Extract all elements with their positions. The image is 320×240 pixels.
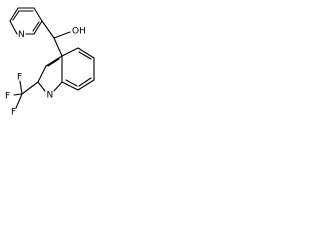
- molecule-diagram: N OH N F F F: [5, 7, 95, 118]
- bond: [61, 47, 79, 57]
- bond: [33, 7, 43, 22]
- bond: [19, 80, 23, 95]
- bond: [13, 93, 23, 96]
- pyridine-ring: [9, 7, 43, 35]
- bond: [33, 20, 43, 35]
- bond: [41, 20, 55, 39]
- bond: [78, 51, 92, 60]
- bond: [77, 79, 95, 91]
- bond: [53, 37, 63, 57]
- bond: [65, 79, 78, 87]
- bond: [45, 55, 63, 67]
- carbinol-linker: [41, 20, 71, 57]
- trifluoromethyl-group: [13, 80, 39, 109]
- bond: [15, 93, 23, 109]
- bond: [12, 10, 20, 21]
- bond: [47, 58, 60, 67]
- bond: [61, 81, 79, 91]
- bond: [37, 81, 46, 92]
- bond: [77, 47, 95, 59]
- bond: [53, 81, 63, 92]
- bond: [53, 31, 71, 39]
- quinoline-benzene-ring: [61, 47, 95, 91]
- quinoline-nitrogen-label: N: [47, 91, 54, 101]
- bond: [37, 65, 47, 83]
- bond: [9, 7, 19, 22]
- fluorine-left-label: F: [5, 92, 10, 102]
- bond: [78, 77, 92, 87]
- bond: [32, 21, 40, 32]
- pyridine-nitrogen-label: N: [18, 30, 25, 40]
- fluorine-bottom-label: F: [11, 108, 16, 118]
- quinoline-pyridine-ring: [37, 55, 63, 92]
- bond: [21, 81, 39, 95]
- bond: [9, 20, 18, 35]
- hydroxyl-label: OH: [72, 27, 86, 37]
- fluorine-top-label: F: [17, 73, 22, 83]
